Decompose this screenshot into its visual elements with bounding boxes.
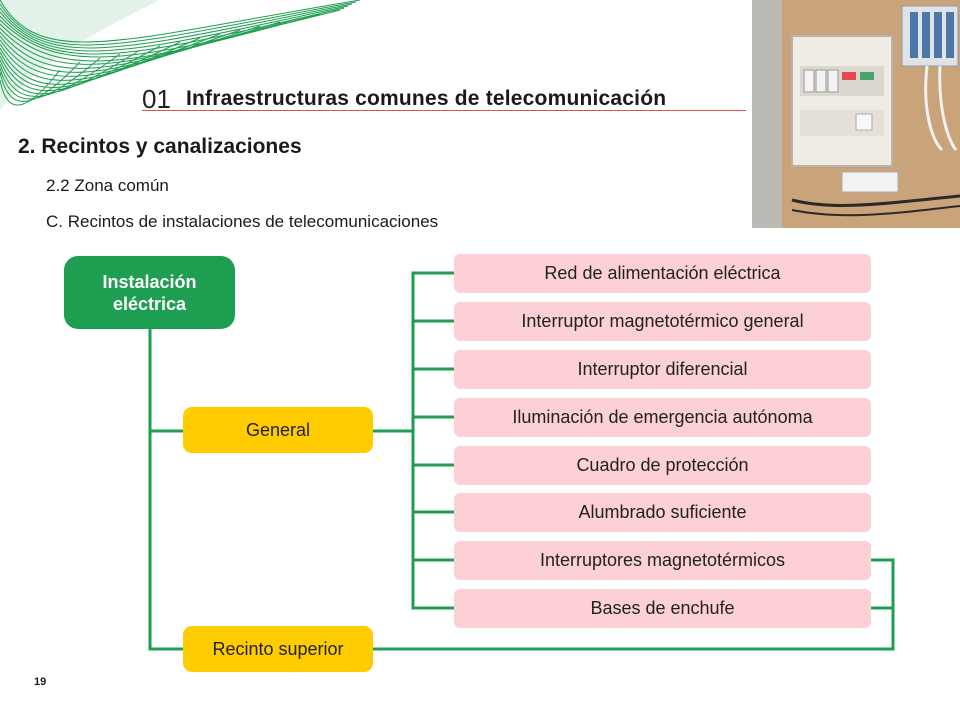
item-bases-enchufe: Bases de enchufe [454,589,871,628]
item-iluminacion-emergencia: Iluminación de emergencia autónoma [454,398,871,437]
electrical-cabinet-photo [752,0,960,228]
section-title: 2. Recintos y canalizaciones [18,135,302,158]
item-cuadro-proteccion: Cuadro de protección [454,446,871,485]
chapter-title-rule [142,110,746,111]
subtitle-zone: 2.2 Zona común [46,176,169,195]
item-interruptor-diferencial: Interruptor diferencial [454,350,871,389]
branch-node-recinto-superior: Recinto superior [183,626,373,672]
item-alumbrado-suficiente: Alumbrado suficiente [454,493,871,532]
item-red-alimentacion: Red de alimentación eléctrica [454,254,871,293]
subtitle-topic: C. Recintos de instalaciones de telecomu… [46,212,439,231]
chapter-number: 01 [142,84,171,114]
page-number: 19 [34,676,47,688]
item-interruptor-magnetotermico-general: Interruptor magnetotérmico general [454,302,871,341]
branch-node-general: General [183,407,373,453]
chapter-title: Infraestructuras comunes de telecomunica… [186,87,667,110]
item-interruptores-magnetotermicos: Interruptores magnetotérmicos [454,541,871,580]
root-node-instalacion-electrica: Instalación eléctrica [64,256,235,329]
decorative-wave-graphic [0,0,361,110]
